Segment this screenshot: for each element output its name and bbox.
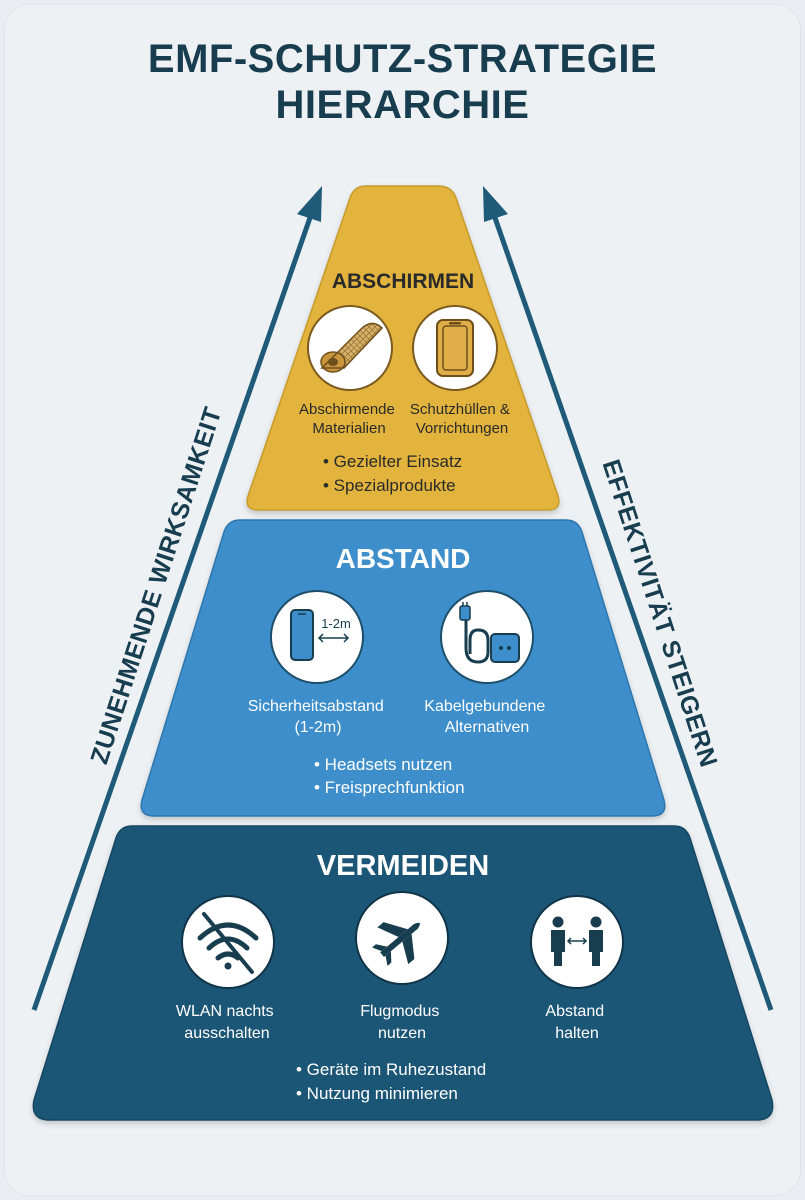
- wifi-off-icon: [181, 895, 275, 989]
- distance-label: 1-2m: [321, 616, 351, 631]
- people-distance-icon: [530, 895, 624, 989]
- tier-middle-item-2-label: Kabelgebundene Alternativen: [424, 698, 549, 736]
- right-arrow: [483, 186, 774, 1011]
- tier-top-item-2-label: Schutzhüllen & Vorrichtungen: [410, 401, 514, 437]
- tier-bottom-title: VERMEIDEN: [317, 850, 489, 882]
- tier-middle-shape: [140, 519, 666, 817]
- tier-middle-bullets: • Headsets nutzen • Freisprechfunktion: [314, 755, 465, 797]
- title-line-2: HIERARCHIE: [275, 83, 530, 127]
- tier-middle-item-1-label: Sicherheitsabstand (1-2m): [248, 698, 389, 736]
- tier-top-item-1-label: Abschirmende Materialien: [299, 401, 399, 437]
- phone-case-icon: [412, 305, 498, 391]
- left-arrow: [31, 186, 322, 1011]
- shielding-material-roll-icon: [307, 305, 393, 391]
- tier-abstand: ABSTAND 1-2m Sicherheitsabstand (1-2m): [140, 519, 666, 817]
- tier-bottom-bullets: • Geräte im Ruhezustand • Nutzung minimi…: [296, 1060, 491, 1103]
- phone-distance-icon: 1-2m: [270, 590, 364, 684]
- tier-top-title: ABSCHIRMEN: [332, 270, 474, 293]
- airplane-icon: [355, 891, 449, 985]
- cable-plug-icon: [440, 590, 534, 684]
- tier-bottom-item-2-label: Flugmodus nutzen: [360, 1003, 444, 1042]
- tier-vermeiden: VERMEIDEN: [32, 825, 774, 1121]
- title-line-1: EMF-SCHUTZ-STRATEGIE: [147, 37, 658, 81]
- page-title: EMF-SCHUTZ-STRATEGIE HIERARCHIE: [0, 36, 805, 128]
- tier-bottom-item-3-label: Abstand halten: [545, 1003, 608, 1042]
- tier-top-shape: [246, 185, 560, 511]
- tier-abschirmen: ABSCHIRMEN Abschirmende Materialien Schu…: [246, 185, 560, 511]
- tier-top-bullets: • Gezielter Einsatz • Spezialprodukte: [323, 452, 467, 495]
- tier-middle-title: ABSTAND: [336, 543, 471, 574]
- tier-bottom-item-1-label: WLAN nachts ausschalten: [176, 1003, 278, 1042]
